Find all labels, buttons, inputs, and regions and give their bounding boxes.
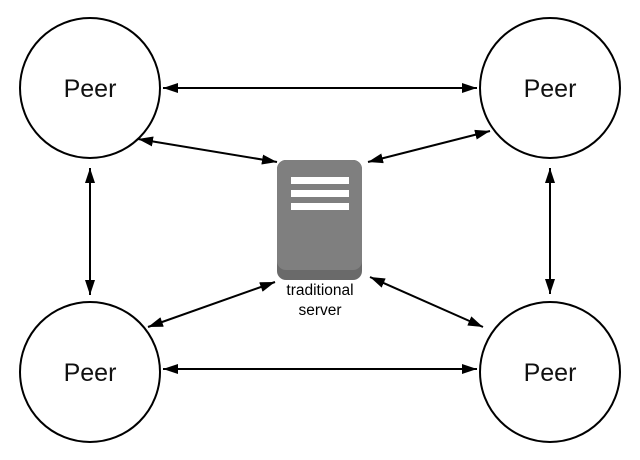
edge-topleft-server [137, 136, 278, 165]
peer-label: Peer [64, 75, 117, 103]
peer-label: Peer [524, 359, 577, 387]
peer-node-top-left: Peer [19, 17, 161, 159]
peer-circle [479, 17, 621, 159]
server-bar [291, 177, 349, 184]
server-label-line1: traditional [286, 282, 353, 299]
peer-node-top-right: Peer [479, 17, 621, 159]
peer-label: Peer [524, 75, 577, 103]
edge-topright-server [367, 129, 491, 164]
peer-circle [19, 17, 161, 159]
server-label-line2: server [298, 302, 341, 319]
edge-bottomright-server [369, 276, 484, 328]
peer-circle [19, 301, 161, 443]
server-bar [291, 190, 349, 197]
peer-circle [479, 301, 621, 443]
edges-group [85, 83, 555, 374]
server-bar [291, 203, 349, 210]
peer-node-bottom-left: Peer [19, 301, 161, 443]
peer-node-bottom-right: Peer [479, 301, 621, 443]
edge-bottomleft-server [147, 281, 276, 328]
server-node: traditional server [277, 160, 362, 319]
peer-label: Peer [64, 359, 117, 387]
server-body [277, 160, 362, 270]
